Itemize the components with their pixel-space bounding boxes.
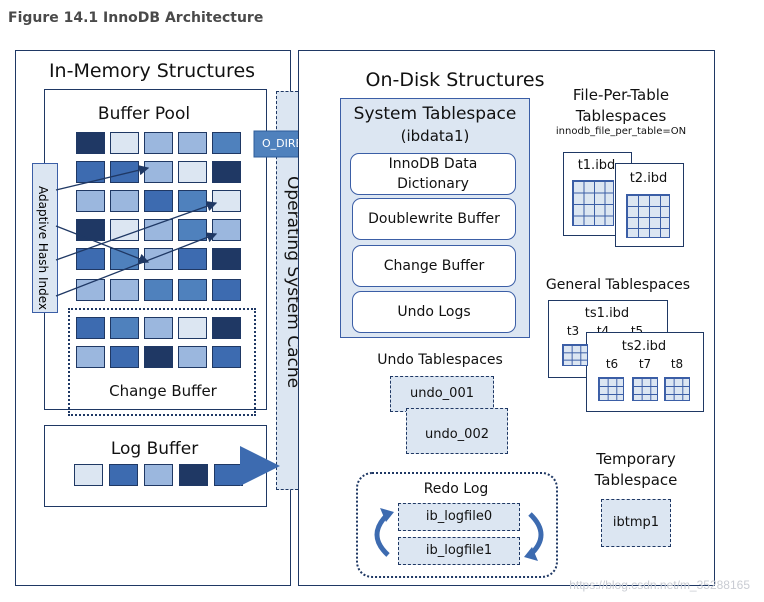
ts2-ibd-label: ts2.ibd [621,339,667,354]
buffer-page [110,317,139,339]
buffer-page [110,132,139,154]
redo-cycle-arrows [374,508,544,561]
buffer-page [178,279,207,301]
buffer-page [212,346,241,368]
buffer-page [178,132,207,154]
table-grid-icon [664,377,690,401]
buffer-page [110,279,139,301]
doublewrite-buffer: Doublewrite Buffer [352,198,516,240]
buffer-page [76,132,105,154]
buffer-page [212,161,241,183]
table-grid-icon [598,377,624,401]
buffer-page [178,248,207,270]
file-per-table-setting: innodb_file_per_table=ON [555,126,687,137]
buffer-page [212,317,241,339]
ts2-table-label: t6 [605,357,619,371]
log-buffer-page [109,464,138,486]
buffer-page [212,219,241,241]
hash-arrows [55,165,218,297]
ib-logfile0: ib_logfile0 [398,503,520,531]
adaptive-hash-index: Adaptive Hash Index [32,163,58,313]
buffer-page [76,317,105,339]
buffer-page [178,346,207,368]
buffer-page [144,346,173,368]
in-memory-title: In-Memory Structures [48,60,256,82]
buffer-page [76,248,105,270]
buffer-page [144,317,173,339]
log-buffer-page [144,464,173,486]
buffer-page [144,190,173,212]
buffer-pool-label: Buffer Pool [97,104,191,124]
data-dictionary: InnoDB Data Dictionary [350,153,516,195]
log-buffer-page [179,464,208,486]
change-buffer-label: Change Buffer [109,382,217,400]
buffer-page [110,190,139,212]
redo-log-region [356,472,558,578]
buffer-page [76,219,105,241]
buffer-page [178,219,207,241]
log-buffer-label: Log Buffer [110,439,199,459]
buffer-page [76,190,105,212]
table-grid-icon [626,194,670,238]
buffer-page [110,346,139,368]
system-tablespace-title: System Tablespace [353,104,517,124]
buffer-page [212,279,241,301]
undo-001: undo_001 [390,376,494,412]
buffer-page [144,132,173,154]
ts2-table-label: t8 [670,357,684,371]
undo-002: undo_002 [406,408,508,454]
ib-logfile1: ib_logfile1 [398,537,520,565]
buffer-page [144,219,173,241]
buffer-page [76,346,105,368]
ts2-table-label: t7 [638,357,652,371]
file-per-table-title: File-Per-Table Tablespaces [572,86,670,125]
undo-logs: Undo Logs [352,291,516,333]
log-buffer-page [74,464,103,486]
table-grid-icon [562,344,588,366]
system-tablespace-subtitle: (ibdata1) [400,127,470,145]
temporary-tablespace-title: Temporary Tablespace [594,450,678,489]
ts1-table-label: t3 [566,324,580,338]
watermark: https://blog.csdn.net/m_35288165 [569,578,750,592]
buffer-page [144,279,173,301]
buffer-page [76,279,105,301]
buffer-page [212,132,241,154]
adaptive-hash-index-label: Adaptive Hash Index [36,186,50,311]
ts1-ibd-label: ts1.ibd [584,306,630,321]
undo-tablespaces-title: Undo Tablespaces [377,352,503,368]
on-disk-title: On-Disk Structures [365,69,545,91]
buffer-page [212,248,241,270]
figure-title: Figure 14.1 InnoDB Architecture [8,10,264,26]
t1-ibd-label: t1.ibd [577,158,616,173]
buffer-page [212,190,241,212]
redo-log-title: Redo Log [423,481,489,497]
buffer-page [178,317,207,339]
general-tablespaces-title: General Tablespaces [545,277,691,293]
t2-ibd-label: t2.ibd [629,171,668,186]
change-buffer-region [68,308,256,416]
system-change-buffer: Change Buffer [352,245,516,287]
table-grid-icon [632,377,658,401]
table-grid-icon [572,180,614,226]
buffer-page [76,161,105,183]
ibtmp1: ibtmp1 [601,499,671,547]
buffer-page [178,161,207,183]
